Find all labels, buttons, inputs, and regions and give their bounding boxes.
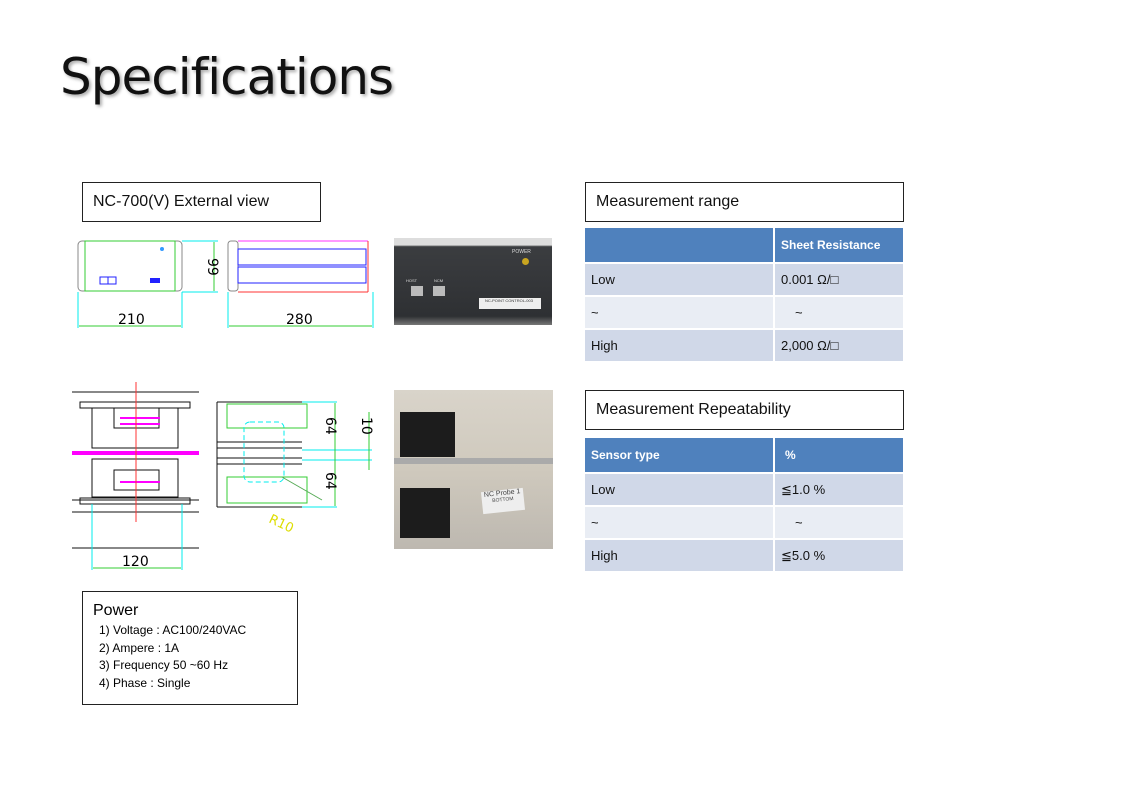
table-cell: ≦5.0 % [773,538,905,573]
photo-text-power: POWER [512,249,531,255]
ethernet-port-icon [433,286,445,296]
power-item: 3) Frequency 50 ~60 Hz [99,658,229,672]
table-cell: ~ [583,295,775,330]
table-header: Sheet Resistance [773,226,905,264]
dim-probe-width: 120 [122,554,149,570]
table-header [583,226,775,264]
table-cell: High [583,538,775,573]
dim-height: 99 [204,258,220,276]
table-cell: ~ [773,505,905,540]
table-cell: ~ [773,295,905,330]
front-side-drawing: 99 210 280 [77,240,374,328]
measurement-range-label: Measurement range [585,182,904,222]
photo-text-host: HOST [406,278,418,283]
external-view-label: NC-700(V) External view [82,182,321,222]
dim-probe-h1: 64 [322,417,338,435]
probe-block [400,488,450,538]
repeatability-table: Sensor type% Low≦1.0 % ~~ High≦5.0 % [583,436,905,573]
dim-side-length: 280 [286,312,313,328]
power-item: 2) Ampere : 1A [99,640,180,655]
table-row: ~~ [583,295,905,330]
probe-label: NC Probe 1 BOTTOM [480,487,526,515]
table-row: ~~ [583,505,905,540]
probe-photo: NC Probe 1 BOTTOM [394,390,553,549]
table-cell: Low [583,472,775,507]
page-title: Specifications [60,48,394,106]
table-row: High≦5.0 % [583,538,905,573]
power-button-icon [522,258,529,265]
table-cell: High [583,328,775,363]
led-icon [160,247,164,251]
dim-probe-gap: 10 [358,417,374,435]
power-heading: Power [93,602,139,619]
probe-gap [394,458,553,464]
table-cell: 0.001 Ω/□ [773,262,905,297]
table-header: % [773,436,905,474]
dim-front-width: 210 [118,312,145,328]
repeatability-label: Measurement Repeatability [585,390,904,430]
table-cell: ≦1.0 % [773,472,905,507]
power-item: 4) Phase : Single [99,675,191,690]
power-item: 1) Voltage : AC100/240VAC [99,623,247,637]
table-header: Sensor type [583,436,775,474]
table-cell: Low [583,262,775,297]
probe-drawing: 120 64 10 64 R10 [72,382,374,570]
dim-radius: R10 [266,512,296,536]
photo-nameplate: NC-POINT CONTROL-003 [479,298,541,309]
ethernet-port-icon [411,286,423,296]
table-cell: 2,000 Ω/□ [773,328,905,363]
table-row: Low≦1.0 % [583,472,905,507]
table-cell: ~ [583,505,775,540]
dim-probe-h2: 64 [322,472,338,490]
power-spec-box: Power 1) Voltage : AC100/240VAC 2) Amper… [82,591,298,705]
probe-block [400,412,455,457]
controller-photo: POWER HOST NCM NC-POINT CONTROL-003 [394,238,552,325]
photo-text-ncm: NCM [434,278,444,283]
